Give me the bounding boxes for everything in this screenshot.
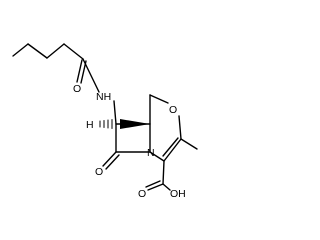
amide-cn-bond — [82, 58, 100, 93]
stereo-hash-bond — [99, 119, 113, 129]
carboxylic-acid — [145, 160, 171, 191]
atom-h-stereo: H — [86, 119, 94, 131]
alkyl-chain — [12, 43, 84, 60]
atom-oh: OH — [170, 188, 186, 200]
methyl-bond — [180, 138, 198, 150]
lactam-carbonyl-bond — [102, 151, 120, 170]
atom-o-ring: O — [169, 104, 177, 116]
molecule-structure: NH H O N O O OH O — [12, 43, 198, 200]
atom-o-amide: O — [73, 83, 81, 95]
stereo-wedge-bond — [120, 119, 150, 129]
atom-n-ring: N — [147, 147, 155, 159]
atom-nh: NH — [96, 91, 111, 103]
atom-o-acid: O — [138, 188, 146, 200]
nh-c7-bond — [113, 100, 117, 125]
atom-o-lactam: O — [95, 166, 103, 178]
oxazine-ring — [149, 94, 182, 162]
